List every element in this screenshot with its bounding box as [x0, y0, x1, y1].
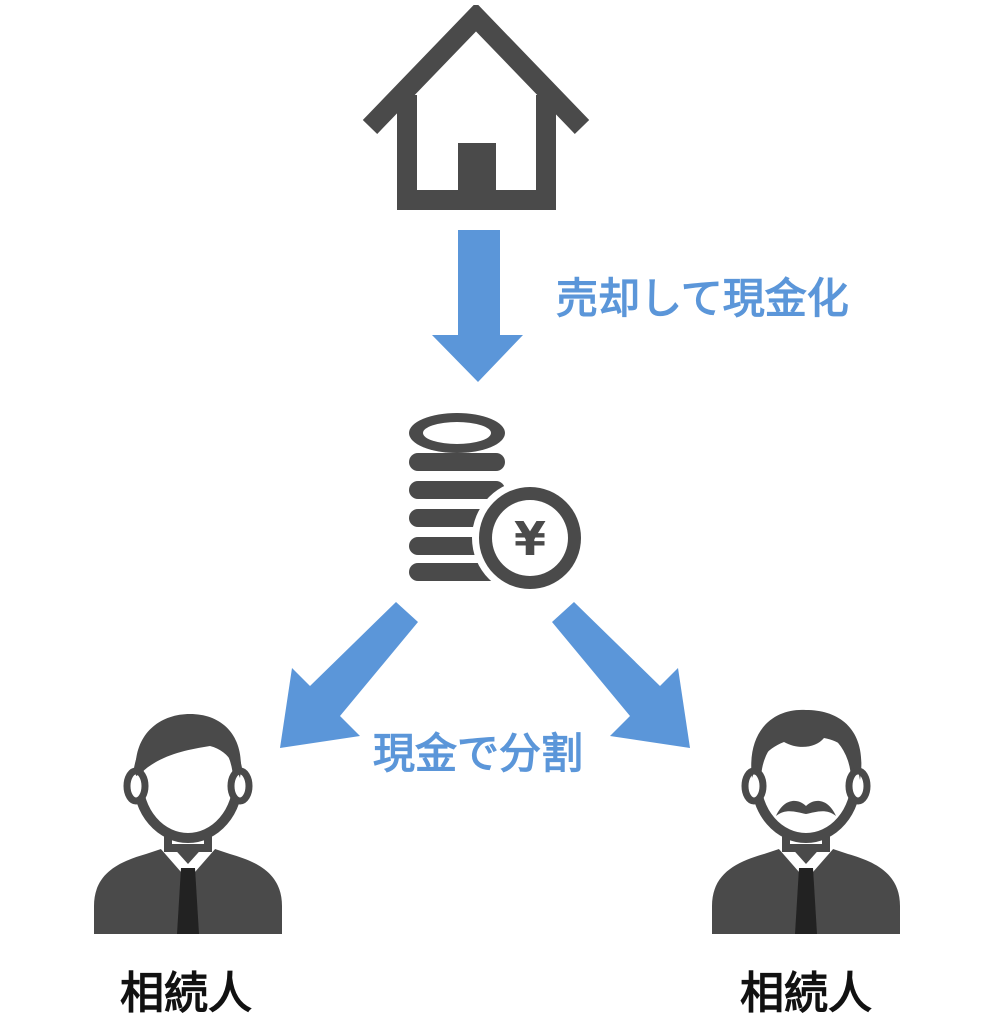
- yen-symbol: ¥: [514, 512, 546, 566]
- divide-in-cash-label: 現金で分割: [373, 729, 584, 778]
- yen-coin-stack-icon: ¥: [409, 413, 588, 596]
- sell-to-cash-label: 売却して現金化: [556, 274, 849, 323]
- mustache-icon: [776, 800, 836, 816]
- businessman-icon: [94, 714, 282, 934]
- arrow-down-left-icon: [280, 602, 418, 748]
- heir-right-label: 相続人: [740, 968, 872, 1019]
- arrow-down-right-icon: [552, 602, 690, 748]
- arrow-down-icon: [432, 230, 523, 382]
- house-icon: [362, 5, 590, 210]
- heir-left-label: 相続人: [120, 968, 252, 1019]
- businessman-mustache-icon: [712, 709, 900, 934]
